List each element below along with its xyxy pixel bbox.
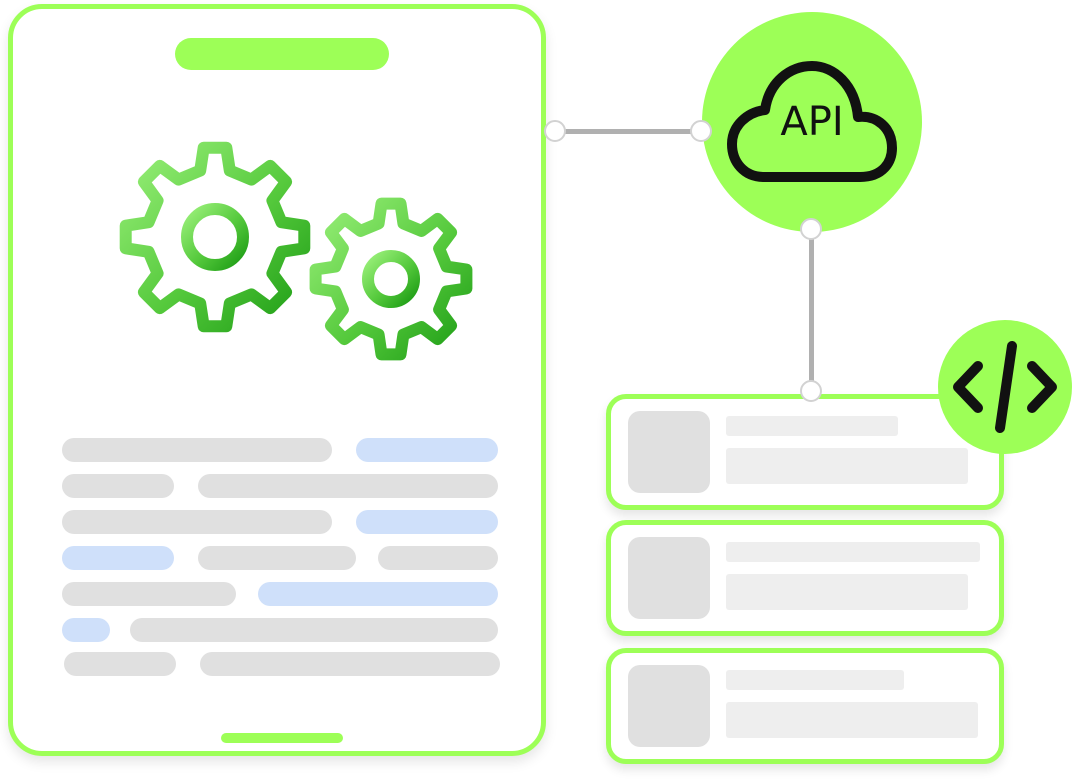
api-label: API [780,99,844,145]
code-icon [953,341,1057,433]
link-placeholder [356,510,498,534]
connector-node [800,218,822,240]
text-placeholder [62,474,174,498]
text-placeholder [198,546,356,570]
text-placeholder [198,474,498,498]
text-placeholder [130,618,498,642]
card-text-placeholder [726,448,968,484]
list-card [606,648,1004,764]
connector-node [690,120,712,142]
card-thumbnail [628,665,710,747]
list-card [606,520,1004,636]
link-placeholder [62,546,174,570]
card-thumbnail [628,537,710,619]
card-text-placeholder [726,574,968,610]
gear-small-icon [309,197,473,361]
link-placeholder [62,618,110,642]
connector-line-vertical [809,230,814,392]
card-title-placeholder [726,542,980,562]
link-placeholder [258,582,498,606]
text-placeholder [62,510,332,534]
document-home-bar [221,733,343,743]
api-badge: API [702,12,922,232]
card-title-placeholder [726,670,904,690]
gear-small-hub [362,250,420,308]
gear-large-icon [119,141,311,333]
gears-icon [119,141,473,361]
connector-node [800,380,822,402]
code-badge [938,320,1072,454]
gear-large-hub [181,203,249,271]
text-placeholder [62,438,332,462]
cloud-icon [727,61,897,182]
text-placeholder [62,582,236,606]
card-text-placeholder [726,702,978,738]
link-placeholder [356,438,498,462]
connector-line-horizontal [556,129,702,134]
text-placeholder [378,546,498,570]
card-thumbnail [628,411,710,493]
document-notch [175,38,389,70]
text-placeholder [64,652,176,676]
text-placeholder [200,652,500,676]
connector-node [544,120,566,142]
list-card [606,394,1004,510]
card-title-placeholder [726,416,898,436]
document-panel [8,4,546,756]
